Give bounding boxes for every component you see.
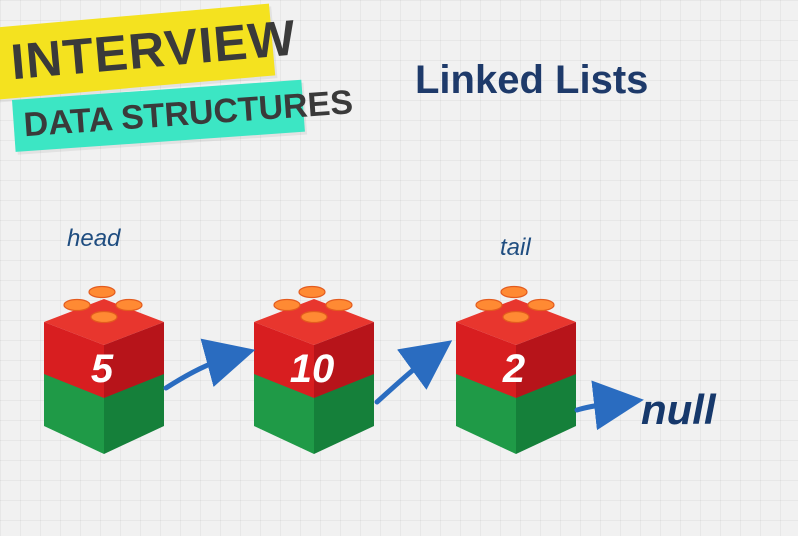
pointer-arrow-3-to-null (574, 380, 644, 431)
node-value: 5 (91, 347, 114, 391)
list-node-3: 2 (455, 285, 577, 455)
null-label: null (641, 386, 716, 433)
node-value: 2 (502, 347, 525, 391)
node-layer: 5 10 2 (43, 285, 577, 455)
head-label: head (67, 225, 121, 252)
pointer-arrow-1-to-2 (163, 338, 256, 391)
list-node-2: 10 (253, 285, 375, 455)
node-value: 10 (290, 347, 335, 391)
pointer-arrow-2-to-3 (374, 340, 453, 405)
list-node-1: 5 (43, 285, 165, 455)
tail-label: tail (500, 234, 531, 261)
slide-title: Linked Lists (415, 58, 649, 102)
